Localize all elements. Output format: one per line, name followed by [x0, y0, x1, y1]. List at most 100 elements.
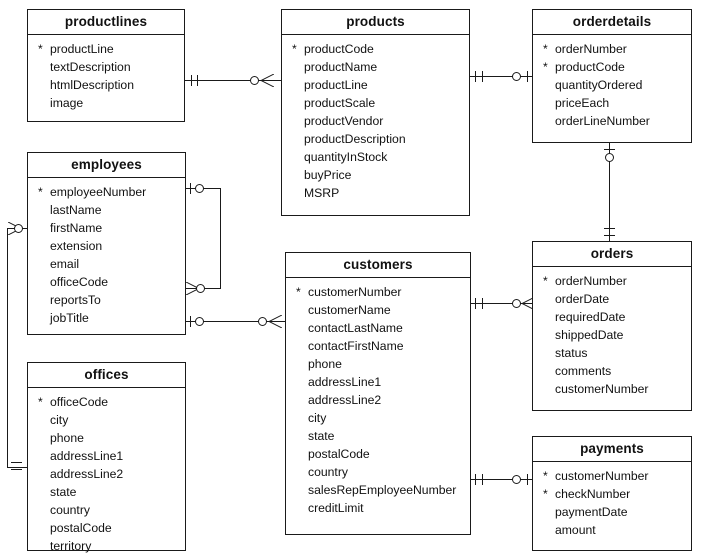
- attribute-row[interactable]: email: [28, 255, 185, 273]
- attribute-row[interactable]: lastName: [28, 201, 185, 219]
- relationship-line-employees-customers: [186, 321, 285, 322]
- attribute-row[interactable]: jobTitle: [28, 309, 185, 327]
- entity-title-orderdetails: orderdetails: [533, 10, 691, 35]
- cardinality-tick-customers-payments-b: [482, 474, 483, 485]
- cardinality-tick-productlines-b: [197, 75, 198, 86]
- attribute-row[interactable]: htmlDescription: [28, 76, 184, 94]
- attribute-row[interactable]: postalCode: [28, 519, 185, 537]
- attribute-row-pk[interactable]: *productLine: [28, 40, 184, 58]
- cardinality-tick-orders-a: [604, 228, 615, 229]
- relationship-line-productlines-products: [185, 80, 285, 81]
- attribute-name: lastName: [50, 203, 102, 217]
- attribute-row[interactable]: quantityOrdered: [533, 76, 691, 94]
- attribute-row-pk[interactable]: * employeeNumber: [28, 183, 185, 201]
- entity-employees[interactable]: employees * employeeNumber lastName firstNa…: [27, 152, 186, 335]
- attribute-row[interactable]: postalCode: [286, 445, 470, 463]
- attribute-row[interactable]: productLine: [282, 76, 469, 94]
- cardinality-tick-customers-payments-a: [475, 474, 476, 485]
- attribute-row-pk[interactable]: *orderNumber: [533, 40, 691, 58]
- attribute-row[interactable]: image: [28, 94, 184, 112]
- attribute-row[interactable]: contactFirstName: [286, 337, 470, 355]
- attribute-row[interactable]: phone: [286, 355, 470, 373]
- attribute-row[interactable]: orderLineNumber: [533, 112, 691, 130]
- attribute-name: city: [50, 413, 69, 427]
- attribute-row-pk[interactable]: *productCode: [533, 58, 691, 76]
- attribute-row[interactable]: MSRP: [282, 184, 469, 202]
- cardinality-circle-orderdetails-optional: [512, 72, 521, 81]
- attribute-row[interactable]: state: [28, 483, 185, 501]
- attribute-row[interactable]: paymentDate: [533, 503, 691, 521]
- attribute-row[interactable]: phone: [28, 429, 185, 447]
- attribute-row[interactable]: textDescription: [28, 58, 184, 76]
- attribute-row-pk[interactable]: *productCode: [282, 40, 469, 58]
- attribute-name: customerName: [308, 303, 391, 317]
- attribute-row[interactable]: contactLastName: [286, 319, 470, 337]
- attribute-row[interactable]: officeCode: [28, 273, 185, 291]
- cardinality-crowsfoot-customers-many: [268, 315, 282, 328]
- cardinality-crowsfoot-products-many: [260, 74, 274, 87]
- attribute-row[interactable]: territory: [28, 537, 185, 555]
- attribute-row[interactable]: salesRepEmployeeNumber: [286, 481, 470, 499]
- attribute-row[interactable]: status: [533, 344, 691, 362]
- attribute-name: comments: [555, 364, 612, 378]
- attribute-name: addressLine1: [50, 449, 124, 463]
- attribute-row[interactable]: shippedDate: [533, 326, 691, 344]
- attribute-row[interactable]: addressLine2: [286, 391, 470, 409]
- attribute-row[interactable]: amount: [533, 521, 691, 539]
- attribute-row[interactable]: quantityInStock: [282, 148, 469, 166]
- entity-title-employees: employees: [28, 153, 185, 178]
- cardinality-circle-employees-reportsto-optional: [196, 284, 205, 293]
- attribute-name: employeeNumber: [50, 185, 147, 199]
- attribute-row[interactable]: state: [286, 427, 470, 445]
- attribute-row[interactable]: priceEach: [533, 94, 691, 112]
- attribute-row[interactable]: addressLine1: [28, 447, 185, 465]
- attribute-row[interactable]: country: [28, 501, 185, 519]
- attribute-row[interactable]: comments: [533, 362, 691, 380]
- cardinality-tick-products-b: [482, 71, 483, 82]
- attribute-row-pk[interactable]: *orderNumber: [533, 272, 691, 290]
- attribute-row[interactable]: reportsTo: [28, 291, 185, 309]
- primary-key-marker: *: [38, 185, 43, 199]
- attribute-row[interactable]: productDescription: [282, 130, 469, 148]
- attribute-row[interactable]: productScale: [282, 94, 469, 112]
- attribute-name: creditLimit: [308, 501, 364, 515]
- attribute-row[interactable]: firstName: [28, 219, 185, 237]
- attribute-row[interactable]: city: [286, 409, 470, 427]
- attribute-row[interactable]: productName: [282, 58, 469, 76]
- attribute-name: productLine: [304, 78, 368, 92]
- cardinality-tick-offices-b: [11, 469, 22, 470]
- attribute-row[interactable]: orderDate: [533, 290, 691, 308]
- cardinality-circle-employees-salesrep-optional: [195, 317, 204, 326]
- relationship-line-employees-self-side: [220, 188, 221, 289]
- attribute-row[interactable]: productVendor: [282, 112, 469, 130]
- attribute-row-pk[interactable]: *checkNumber: [533, 485, 691, 503]
- attribute-row[interactable]: customerName: [286, 301, 470, 319]
- attribute-row[interactable]: country: [286, 463, 470, 481]
- attribute-row[interactable]: customerNumber: [533, 380, 691, 398]
- attribute-row-pk[interactable]: *officeCode: [28, 393, 185, 411]
- attribute-row-pk[interactable]: *customerNumber: [533, 467, 691, 485]
- primary-key-marker: *: [38, 395, 43, 409]
- attribute-row[interactable]: extension: [28, 237, 185, 255]
- attribute-name: customerNumber: [555, 382, 649, 396]
- entity-title-productlines: productlines: [28, 10, 184, 35]
- attribute-row[interactable]: addressLine1: [286, 373, 470, 391]
- attribute-row-pk[interactable]: *customerNumber: [286, 283, 470, 301]
- attribute-row[interactable]: addressLine2: [28, 465, 185, 483]
- attribute-row[interactable]: city: [28, 411, 185, 429]
- attribute-row[interactable]: requiredDate: [533, 308, 691, 326]
- attribute-row[interactable]: creditLimit: [286, 499, 470, 517]
- cardinality-tick-productlines-a: [191, 75, 192, 86]
- attribute-name: htmlDescription: [50, 78, 134, 92]
- attribute-row[interactable]: buyPrice: [282, 166, 469, 184]
- cardinality-tick-orders-b: [604, 235, 615, 236]
